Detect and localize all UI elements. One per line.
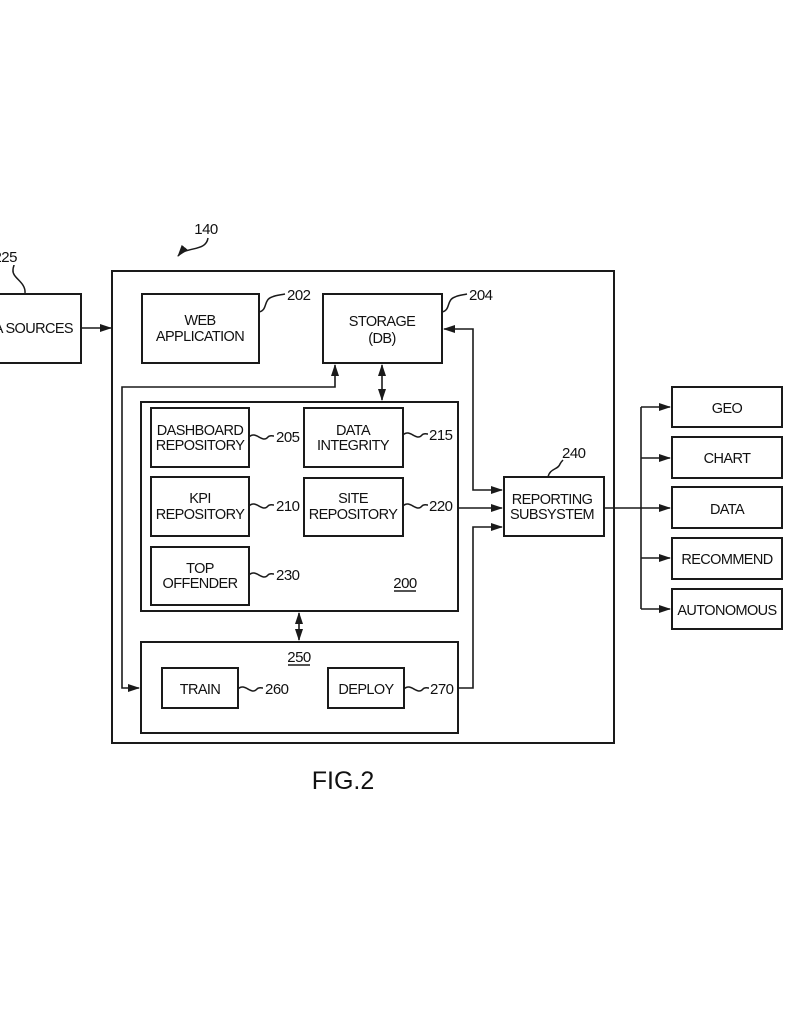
output-box-geo <box>671 386 783 428</box>
storage-box <box>322 293 443 364</box>
kpi-repository-label-line1: KPI <box>189 491 211 507</box>
output-box-autonomous <box>671 588 783 630</box>
output-label-chart: CHART <box>704 451 751 467</box>
data-integrity-ref: 215 <box>429 427 453 444</box>
site-repository-label-line1: SITE <box>338 491 369 507</box>
storage-ref: 204 <box>469 287 493 304</box>
data-sources-ref: 225 <box>0 249 17 266</box>
site-repository-ref: 220 <box>429 498 453 515</box>
storage-leader <box>441 293 468 313</box>
web-application-leader <box>258 293 286 313</box>
reporting-subsystem-label-line1: REPORTING <box>512 492 593 508</box>
reporting-subsystem-leader <box>547 459 564 478</box>
data-sources-box <box>0 293 82 364</box>
data-integrity-label-line2: INTEGRITY <box>317 438 390 454</box>
data-sources-label: A SOURCES <box>0 321 73 337</box>
output-box-recommend <box>671 537 783 580</box>
output-label-geo: GEO <box>712 401 743 417</box>
system-ref-label: 140 <box>194 221 218 238</box>
kpi-repository-ref: 210 <box>276 498 300 515</box>
deploy-label: DEPLOY <box>338 682 394 698</box>
output-box-chart <box>671 436 783 479</box>
data-integrity-leader <box>402 432 429 438</box>
output-label-autonomous: AUTONOMOUS <box>677 603 776 619</box>
figure-caption: FIG.2 <box>312 767 375 795</box>
output-box-data <box>671 486 783 529</box>
storage-label-line2: (DB) <box>368 331 395 347</box>
data-sources-leader <box>12 264 26 294</box>
storage-reporting-connector <box>443 325 503 494</box>
site-repository-leader <box>402 503 429 509</box>
output-label-recommend: RECOMMEND <box>681 552 772 568</box>
top-offender-label-line1: TOP <box>186 561 214 577</box>
site-repository-label-line2: REPOSITORY <box>309 507 398 523</box>
deploy-reporting-connector <box>458 523 503 689</box>
web-application-label-line1: WEB <box>184 313 215 329</box>
reporting-subsystem-ref: 240 <box>562 445 586 462</box>
top-offender-label-line2: OFFENDER <box>163 576 238 592</box>
module-200-ref: 200 <box>393 575 417 592</box>
dashboard-repository-ref: 205 <box>276 429 300 446</box>
train-storage-connector <box>121 364 339 692</box>
reporting-subsystem-box <box>503 476 605 537</box>
reporting-subsystem-label-line2: SUBSYSTEM <box>510 507 594 523</box>
system-ref-leader <box>177 237 209 257</box>
train-label: TRAIN <box>180 682 221 698</box>
deploy-box <box>327 667 405 709</box>
train-ref: 260 <box>265 681 289 698</box>
deploy-leader <box>403 686 430 692</box>
dashboard-repository-label-line1: DASHBOARD <box>157 423 244 439</box>
deploy-ref: 270 <box>430 681 454 698</box>
data-integrity-label-line1: DATA <box>336 423 371 439</box>
web-application-ref: 202 <box>287 287 311 304</box>
output-label-data: DATA <box>710 502 745 518</box>
kpi-repository-label-line2: REPOSITORY <box>156 507 245 523</box>
storage-label-line1: STORAGE <box>349 314 416 330</box>
module-250-ref: 250 <box>287 649 311 666</box>
top-offender-ref: 230 <box>276 567 300 584</box>
dashboard-repository-label-line2: REPOSITORY <box>156 438 245 454</box>
web-application-label-line2: APPLICATION <box>156 329 244 345</box>
web-application-box <box>141 293 260 364</box>
